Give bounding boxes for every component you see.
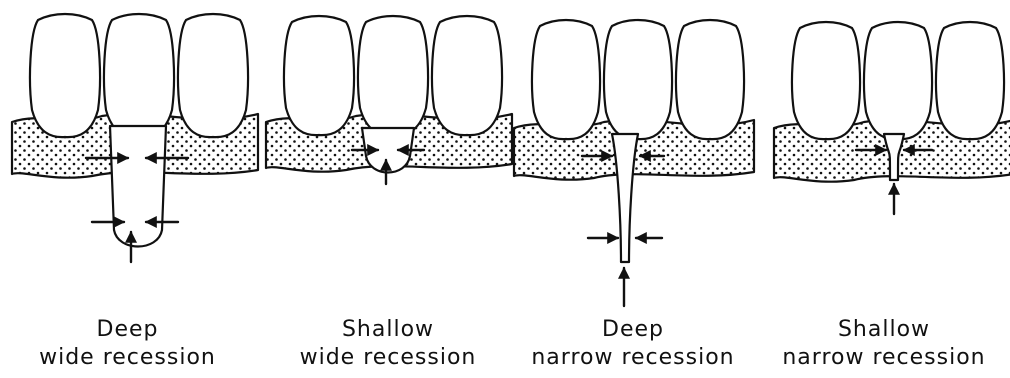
tooth-crown [532, 20, 600, 139]
label-line-2: wide recession [263, 344, 513, 372]
panel-4 [774, 22, 1010, 214]
panel-1 [12, 14, 258, 262]
label-line-1: Deep [508, 316, 758, 344]
label-line-2: wide recession [0, 344, 255, 372]
tooth-crown [178, 14, 248, 137]
panel-label-deep-wide: Deep wide recession [0, 316, 255, 372]
tooth-crown [604, 20, 672, 139]
tooth-crown [936, 22, 1004, 139]
panel-label-shallow-wide: Shallow wide recession [263, 316, 513, 372]
panel-2 [266, 16, 512, 184]
label-line-2: narrow recession [508, 344, 758, 372]
panel-label-deep-narrow: Deep narrow recession [508, 316, 758, 372]
exposed-root [110, 126, 166, 247]
tooth-crown [30, 14, 100, 137]
label-line-1: Shallow [758, 316, 1010, 344]
panel-label-shallow-narrow: Shallow narrow recession [758, 316, 1010, 372]
tooth-crown [104, 14, 174, 137]
label-line-1: Shallow [263, 316, 513, 344]
label-line-2: narrow recession [758, 344, 1010, 372]
tooth-crown [284, 16, 354, 135]
tooth-crown [864, 22, 932, 139]
tooth-crown [358, 16, 428, 135]
exposed-root [612, 134, 638, 262]
tooth-crown [792, 22, 860, 139]
tooth-crown [676, 20, 744, 139]
tooth-crown [432, 16, 502, 135]
label-line-1: Deep [0, 316, 255, 344]
panel-3 [514, 20, 754, 306]
